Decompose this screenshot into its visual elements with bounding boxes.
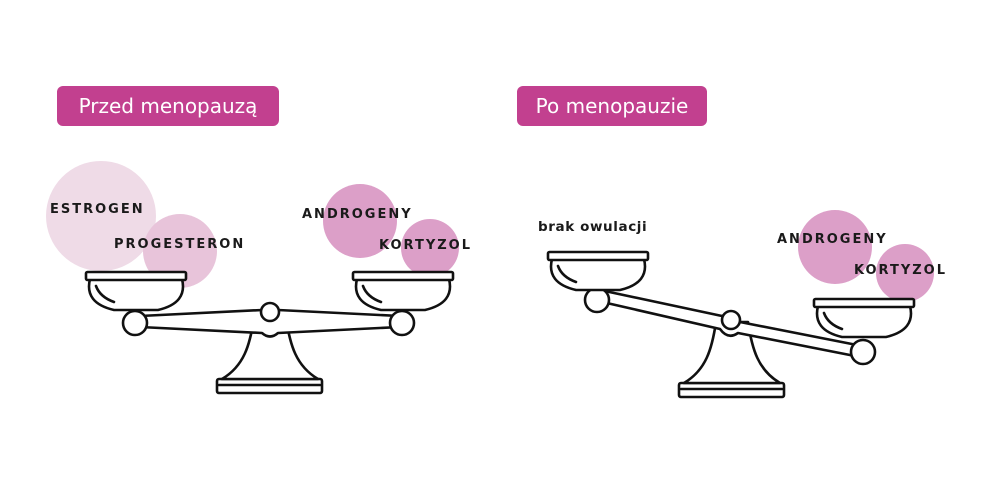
- progesteron-circle: [143, 214, 217, 288]
- label-androgeny-before: ANDROGENY: [302, 207, 413, 222]
- label-estrogen: ESTROGEN: [50, 202, 145, 217]
- label-brak-owulacji: brak owulacji: [538, 219, 647, 235]
- pivot-knob-after: [720, 309, 742, 331]
- pivot-knob: [259, 301, 281, 323]
- left-knob-after: [583, 286, 611, 314]
- scale-after: brak owulacji ANDROGENY KORTYZOL: [538, 210, 947, 399]
- right-knob: [388, 309, 416, 337]
- kortyzol-circle: [401, 219, 459, 277]
- label-progesteron: PROGESTERON: [114, 237, 245, 252]
- kortyzol-circle-after: [876, 244, 934, 302]
- title-badge-before: Przed menopauzą: [57, 86, 279, 126]
- estrogen-circle: [46, 161, 156, 271]
- right-pan-after: [812, 297, 916, 339]
- label-kortyzol-before: KORTYZOL: [379, 238, 472, 253]
- right-pan: [351, 270, 455, 312]
- scale-before: ESTROGEN PROGESTERON ANDROGENY KORTYZOL: [46, 161, 472, 395]
- left-pan: [84, 270, 188, 312]
- scale-stand-after: [682, 320, 782, 385]
- left-pan-after: [546, 250, 650, 292]
- androgeny-circle-after: [798, 210, 872, 284]
- title-badge-after: Po menopauzie: [517, 86, 707, 126]
- label-androgeny-after: ANDROGENY: [777, 232, 888, 247]
- right-knob-after: [849, 338, 877, 366]
- label-kortyzol-after: KORTYZOL: [854, 263, 947, 278]
- androgeny-circle: [323, 184, 397, 258]
- left-knob: [121, 309, 149, 337]
